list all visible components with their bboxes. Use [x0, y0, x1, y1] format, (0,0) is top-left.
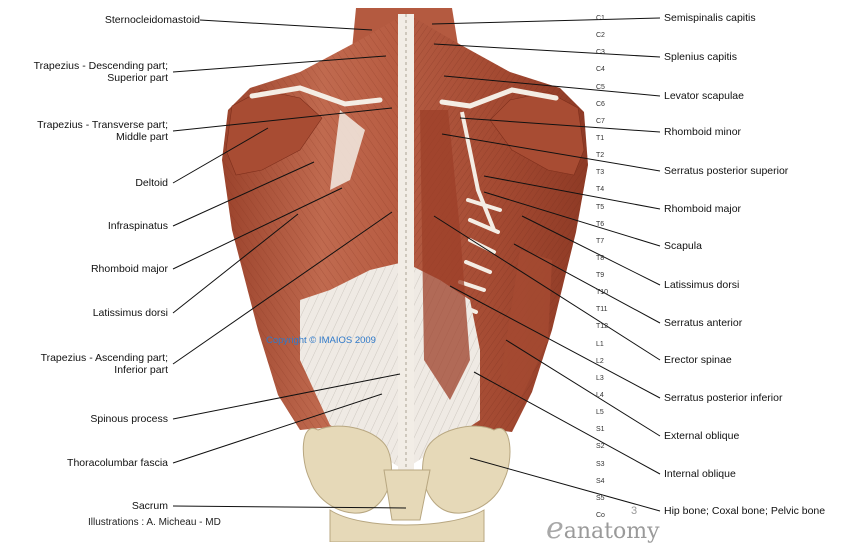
label-deltoid: Deltoid	[135, 177, 168, 189]
label-hip-bone: Hip bone; Coxal bone; Pelvic bone	[664, 505, 825, 517]
vertebra-label-l2: L2	[596, 358, 604, 366]
e-anatomy-logo: eanatomy	[546, 511, 660, 546]
label-trapezius-transverse: Trapezius - Transverse part;Middle part	[37, 119, 168, 143]
label-levator-scapulae: Levator scapulae	[664, 90, 744, 102]
label-scapula: Scapula	[664, 240, 702, 252]
page-number: 3	[631, 505, 637, 517]
label-external-oblique: External oblique	[664, 430, 739, 442]
vertebra-label-l4: L4	[596, 392, 604, 400]
vertebra-label-t10: T10	[596, 289, 608, 297]
label-spinous-process: Spinous process	[90, 413, 168, 425]
label-serratus-posterior-inferior: Serratus posterior inferior	[664, 392, 782, 404]
vertebra-label-s5: S5	[596, 495, 605, 503]
vertebra-label-c5: C5	[596, 84, 605, 92]
vertebra-label-t5: T5	[596, 204, 604, 212]
vertebra-label-l5: L5	[596, 409, 604, 417]
vertebra-label-t11: T11	[596, 306, 608, 314]
vertebra-label-c3: C3	[596, 49, 605, 57]
vertebra-label-t12: T12	[596, 323, 608, 331]
label-semispinalis-capitis: Semispinalis capitis	[664, 12, 756, 24]
label-infraspinatus: Infraspinatus	[108, 220, 168, 232]
vertebra-label-l1: L1	[596, 341, 604, 349]
vertebra-label-t1: T1	[596, 135, 604, 143]
vertebra-label-t9: T9	[596, 272, 604, 280]
label-erector-spinae: Erector spinae	[664, 354, 732, 366]
vertebra-label-s4: S4	[596, 478, 605, 486]
vertebra-label-t3: T3	[596, 169, 604, 177]
label-sacrum: Sacrum	[132, 500, 168, 512]
label-rhomboid-major-left: Rhomboid major	[91, 263, 168, 275]
leader-sternocleidomastoid	[200, 20, 372, 30]
vertebra-label-t6: T6	[596, 221, 604, 229]
vertebra-label-c1: C1	[596, 15, 605, 23]
label-rhomboid-minor: Rhomboid minor	[664, 126, 741, 138]
vertebra-label-s1: S1	[596, 426, 605, 434]
label-rhomboid-major-right: Rhomboid major	[664, 203, 741, 215]
label-splenius-capitis: Splenius capitis	[664, 51, 737, 63]
leader-semispinalis-capitis	[432, 18, 660, 24]
vertebral-column	[398, 14, 414, 510]
vertebra-label-c4: C4	[596, 66, 605, 74]
label-sternocleidomastoid: Sternocleidomastoid	[105, 14, 200, 26]
vertebra-label-c7: C7	[596, 118, 605, 126]
vertebra-label-s3: S3	[596, 461, 605, 469]
vertebra-label-c6: C6	[596, 101, 605, 109]
label-internal-oblique: Internal oblique	[664, 468, 736, 480]
vertebra-label-l3: L3	[596, 375, 604, 383]
vertebra-label-t8: T8	[596, 255, 604, 263]
vertebra-label-c2: C2	[596, 32, 605, 40]
label-thoracolumbar-fascia: Thoracolumbar fascia	[67, 457, 168, 469]
label-latissimus-dorsi-left: Latissimus dorsi	[93, 307, 168, 319]
vertebra-label-t2: T2	[596, 152, 604, 160]
label-trapezius-ascending: Trapezius - Ascending part;Inferior part	[41, 352, 168, 376]
label-latissimus-dorsi-right: Latissimus dorsi	[664, 279, 739, 291]
copyright-notice: Copyright © IMAIOS 2009	[266, 335, 376, 346]
vertebra-label-t7: T7	[596, 238, 604, 246]
vertebra-label-s2: S2	[596, 443, 605, 451]
illustration-credit: Illustrations : A. Micheau - MD	[88, 517, 221, 528]
label-trapezius-descending: Trapezius - Descending part;Superior par…	[34, 60, 168, 84]
label-serratus-posterior-superior: Serratus posterior superior	[664, 165, 788, 177]
vertebra-label-t4: T4	[596, 186, 604, 194]
label-serratus-anterior: Serratus anterior	[664, 317, 742, 329]
